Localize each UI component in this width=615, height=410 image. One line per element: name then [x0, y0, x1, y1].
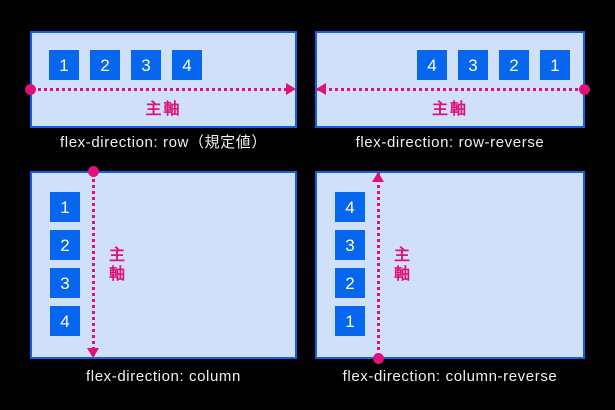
- panel-column: 1 2 3 4 主軸: [30, 166, 297, 359]
- main-axis-arrow: [372, 172, 384, 364]
- flex-item: 1: [50, 192, 80, 222]
- panel-caption: flex-direction: row（規定値）: [60, 134, 267, 151]
- flex-item: 2: [335, 268, 365, 298]
- main-axis-label: 主軸: [145, 101, 182, 118]
- flex-item: 3: [131, 50, 161, 80]
- panel-caption: flex-direction: column-reverse: [342, 368, 558, 385]
- flex-item: 3: [50, 268, 80, 298]
- axis-dotted-line: [92, 173, 95, 357]
- axis-arrowhead-icon: [372, 172, 384, 182]
- axis-start-dot-icon: [373, 353, 384, 364]
- flex-items-column: 4 3 2 1: [335, 192, 365, 336]
- main-axis-label: 主軸: [106, 246, 123, 284]
- flex-item: 3: [458, 50, 488, 80]
- panel-caption: flex-direction: column: [86, 368, 241, 385]
- flex-item: 1: [49, 50, 79, 80]
- axis-arrowhead-icon: [286, 83, 296, 95]
- axis-start-dot-icon: [579, 84, 590, 95]
- panel-row-reverse: 4 3 2 1 主軸: [315, 31, 590, 128]
- axis-dotted-line: [377, 173, 380, 357]
- flex-item: 4: [172, 50, 202, 80]
- flex-items-row: 1 2 3 4: [49, 50, 202, 80]
- axis-start-dot-icon: [25, 84, 36, 95]
- main-axis-arrow: [316, 83, 590, 95]
- panel-row: 1 2 3 4 主軸: [25, 31, 297, 128]
- flex-item: 3: [335, 230, 365, 260]
- flex-items-column: 1 2 3 4: [50, 192, 80, 336]
- main-axis-arrow: [25, 83, 296, 95]
- flex-item: 1: [335, 306, 365, 336]
- flex-item: 4: [50, 306, 80, 336]
- panel-caption: flex-direction: row-reverse: [355, 134, 545, 151]
- axis-arrowhead-icon: [87, 348, 99, 358]
- flex-items-row: 4 3 2 1: [417, 50, 570, 80]
- flex-item: 2: [50, 230, 80, 260]
- flex-item: 2: [90, 50, 120, 80]
- main-axis-arrow: [87, 166, 99, 358]
- flex-item: 4: [335, 192, 365, 222]
- main-axis-label: 主軸: [391, 246, 408, 284]
- axis-arrowhead-icon: [316, 83, 326, 95]
- axis-start-dot-icon: [88, 166, 99, 177]
- flex-item: 1: [540, 50, 570, 80]
- panel-column-reverse: 4 3 2 1 主軸: [315, 171, 585, 364]
- axis-dotted-line: [32, 88, 295, 91]
- flex-item: 4: [417, 50, 447, 80]
- flex-item: 2: [499, 50, 529, 80]
- main-axis-label: 主軸: [431, 101, 468, 118]
- axis-dotted-line: [317, 88, 583, 91]
